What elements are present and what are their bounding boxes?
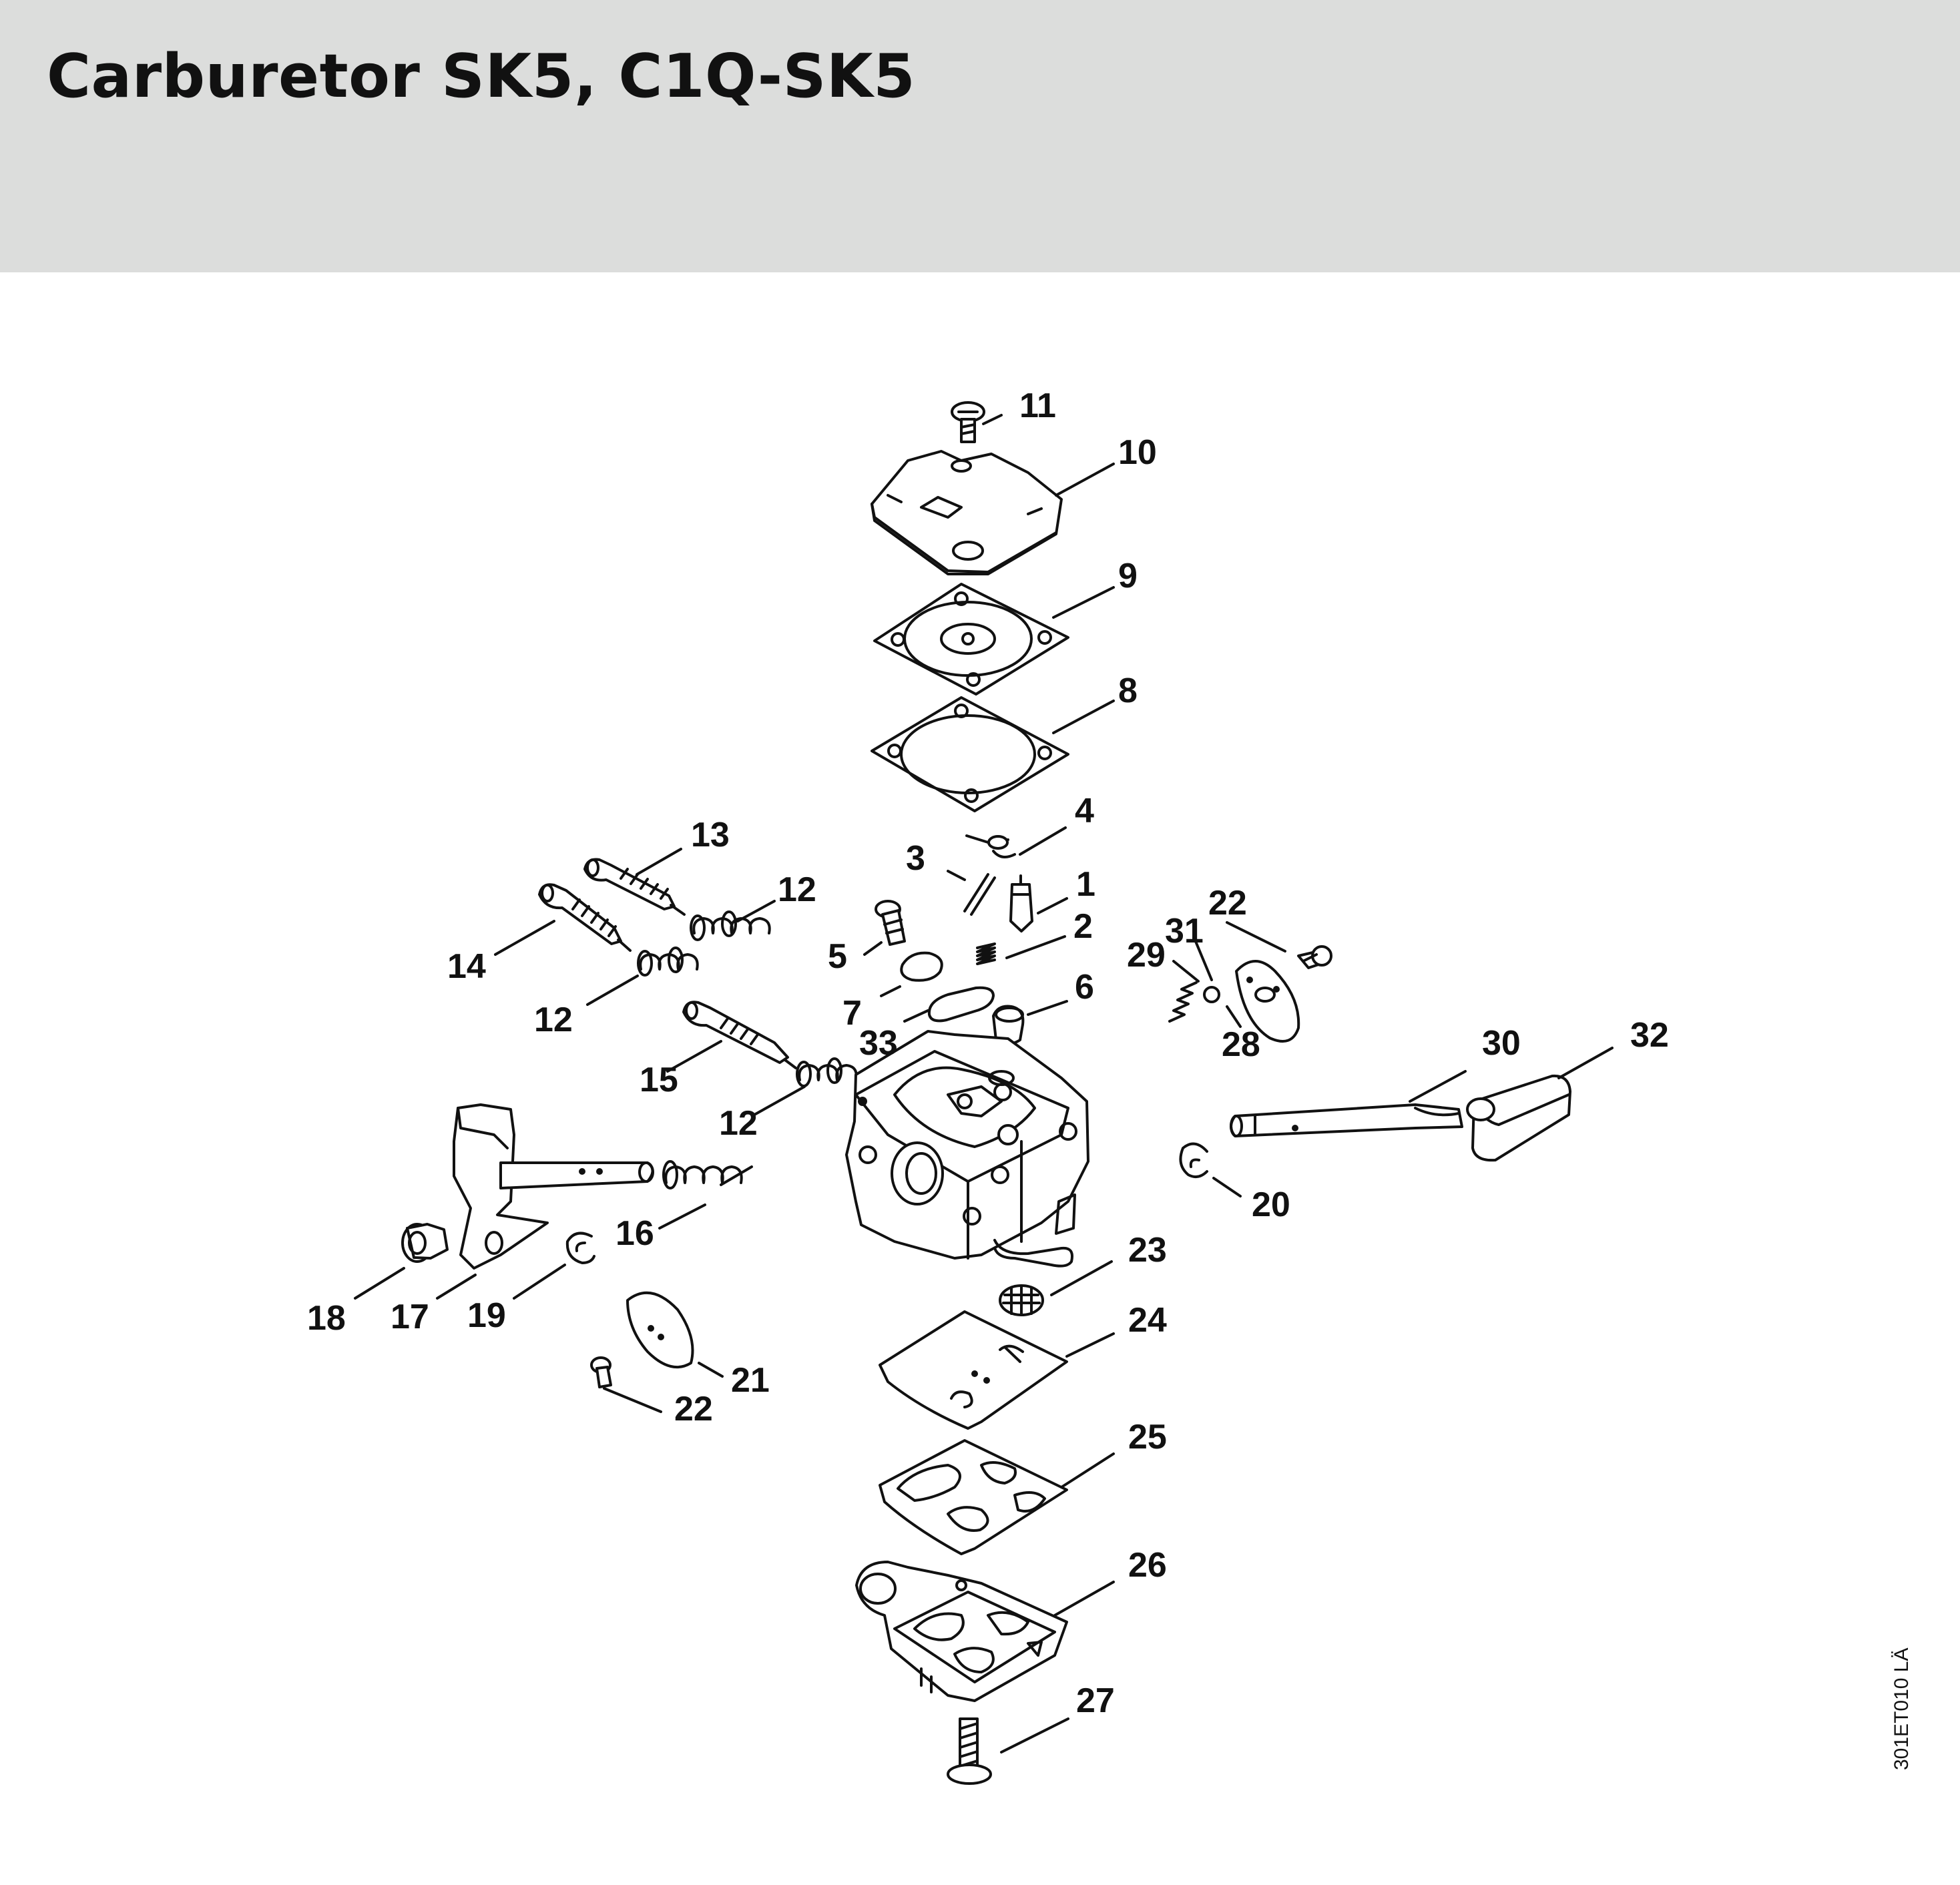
part-22-screw-upper [1297,945,1332,969]
part-17-throttle-shaft [453,1103,654,1270]
part-18-knob [401,1223,449,1263]
title-banner: Carburetor SK5, C1Q-SK5 [0,0,1960,272]
part-14-adjusting-screw [538,883,632,952]
callout-5: 5 [828,937,847,976]
part-16-spring [662,1160,753,1189]
part-24-pump-diaphragm [879,1310,1068,1430]
callout-25: 25 [1128,1418,1167,1456]
callout-31: 31 [1165,912,1204,951]
page-title: Carburetor SK5, C1Q-SK5 [47,41,916,111]
callout-12-b: 12 [534,1001,573,1039]
callout-22-upper: 22 [1208,884,1247,922]
part-10-cover [871,450,1063,575]
callout-29: 29 [1127,936,1166,975]
part-12-spring-lower [796,1057,858,1087]
callout-26: 26 [1128,1546,1167,1585]
callout-3: 3 [906,839,925,878]
callout-1: 1 [1076,865,1095,904]
callout-28: 28 [1222,1025,1260,1064]
carburetor-body [845,1030,1089,1268]
callout-15: 15 [640,1061,678,1099]
callout-20: 20 [1252,1185,1290,1224]
callout-4: 4 [1075,792,1094,830]
callout-labels: 11 10 9 8 4 3 1 2 5 7 33 6 13 12 14 12 1… [307,386,1669,1720]
callout-24: 24 [1128,1301,1167,1340]
part-33-choke-knob [1466,1074,1571,1162]
part-29-spring [1168,981,1198,1023]
part-7-plug [900,951,943,982]
callout-2: 2 [1073,907,1093,946]
callout-16: 16 [616,1214,654,1253]
part-12-spring-upper [690,910,771,941]
part-22-screw-lower [590,1356,612,1388]
part-13-adjusting-screw [583,858,686,916]
callout-22-lower: 22 [674,1390,713,1428]
part-31-choke-plate [1235,960,1300,1043]
part-21-throttle-plate [626,1291,694,1369]
callout-17: 17 [391,1298,429,1336]
part-4-inlet-lever [965,834,1016,858]
callout-18: 18 [307,1299,346,1338]
callout-7: 7 [842,994,862,1033]
part-26-end-cover [855,1561,1068,1702]
part-25-gasket [879,1439,1068,1555]
part-23-fuel-strainer [999,1284,1044,1316]
figure-reference-code: 301ET010 LÄ [1891,1648,1913,1770]
callout-19: 19 [467,1296,506,1335]
part-19-clip [565,1232,595,1264]
callout-23: 23 [1128,1231,1167,1270]
callout-14: 14 [447,947,486,986]
callout-11: 11 [1019,386,1056,425]
part-3-pin [963,873,996,916]
callout-9: 9 [1118,557,1138,595]
part-9-diaphragm [873,583,1069,696]
callout-6: 6 [1075,968,1094,1007]
callout-27: 27 [1076,1681,1115,1720]
callout-10: 10 [1118,433,1157,472]
leader-lines [354,414,1614,1754]
part-8-gasket [871,696,1069,812]
callout-21: 21 [731,1361,770,1400]
part-15-adjusting-screw [682,1001,797,1069]
part-28-ball [1203,986,1220,1003]
callout-30: 30 [1482,1024,1521,1063]
part-20-clip [1179,1142,1208,1179]
callout-12-c: 12 [719,1104,758,1143]
part-30-choke-shaft [1230,1103,1463,1137]
callout-32: 33 [859,1024,898,1063]
callout-33: 32 [1630,1016,1669,1055]
callout-12-a: 12 [778,870,816,909]
part-2-spring [976,942,996,965]
callout-8: 8 [1118,671,1138,710]
part-27-screw [947,1717,992,1785]
part-11-screw [951,401,985,443]
callout-13: 13 [691,816,730,854]
part-32-seal [927,986,995,1023]
part-1-inlet-needle [1009,874,1033,932]
part-12-spring-middle [637,947,699,977]
part-5-screw [875,900,906,946]
